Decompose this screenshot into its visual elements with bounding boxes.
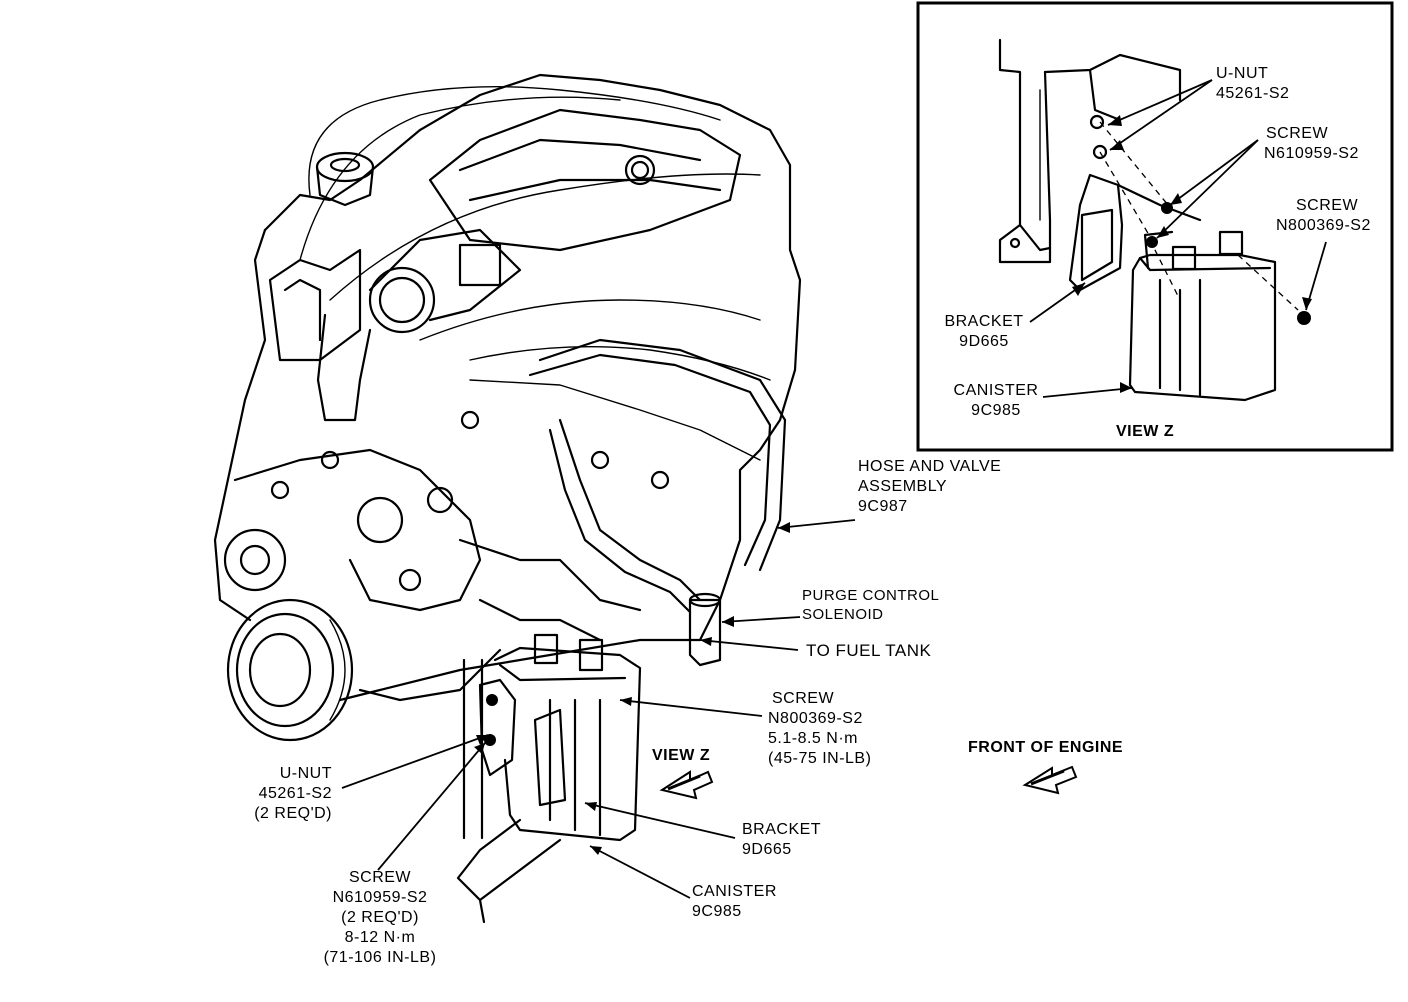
hose-valve-name1: HOSE AND VALVE <box>858 458 1002 475</box>
bracket-part: 9D665 <box>742 841 792 858</box>
view-z-label: VIEW Z <box>652 747 711 764</box>
fuel-tank-label: TO FUEL TANK <box>806 641 932 660</box>
bracket-label: BRACKET 9D665 <box>742 820 821 860</box>
frame-rail <box>998 38 1182 264</box>
screw-n610959-label: SCREW N610959-S2 (2 REQ'D) 8-12 N·m (71-… <box>300 868 460 968</box>
bracket-name: BRACKET <box>742 821 822 838</box>
inset-screw-icon <box>1297 311 1311 325</box>
screw-n610959-name: SCREW <box>348 869 412 886</box>
front-of-engine-arrow-icon <box>1022 765 1078 795</box>
inset-alignment-lines <box>1099 121 1299 311</box>
front-of-engine-label: FRONT OF ENGINE <box>968 739 1124 756</box>
inset-bracket-label: BRACKET 9D665 <box>936 312 1032 352</box>
screw-n610959-part: N610959-S2 <box>332 889 428 906</box>
engine-drawing <box>213 73 802 742</box>
unut-qty: (2 REQ'D) <box>254 805 332 822</box>
canister-part: 9C985 <box>692 903 742 920</box>
inset-arrowheads <box>1072 115 1312 393</box>
hose-valve-label: HOSE AND VALVE ASSEMBLY 9C987 <box>858 457 1001 517</box>
screw-n800369-part: N800369-S2 <box>768 710 863 727</box>
inset-bracket-part: 9D665 <box>959 333 1009 350</box>
inset-screw2-part: N800369-S2 <box>1276 217 1371 234</box>
inset-screw2-label: SCREW N800369-S2 <box>1276 196 1371 236</box>
purge-solenoid-name1: PURGE CONTROL <box>802 587 940 604</box>
main-arrowheads <box>474 522 790 855</box>
screw-n800369-name: SCREW <box>772 690 835 707</box>
inset-canister-part: 9C985 <box>971 402 1021 419</box>
inset-canister <box>1128 230 1277 402</box>
hose-valve-part: 9C987 <box>858 498 908 515</box>
main-bracket <box>456 678 567 924</box>
main-leader-lines <box>341 519 856 899</box>
inset-screw2-name: SCREW <box>1296 197 1359 214</box>
unut-part: 45261-S2 <box>258 785 332 802</box>
unut-name: U-NUT <box>279 765 332 782</box>
inset-canister-label: CANISTER 9C985 <box>946 381 1046 421</box>
unut-label: U-NUT 45261-S2 (2 REQ'D) <box>236 764 332 824</box>
inset-screw1-part: N610959-S2 <box>1264 145 1359 162</box>
main-canister <box>493 633 642 842</box>
screw-n610959-torque-inlb: (71-106 IN-LB) <box>323 949 437 966</box>
inset-unut-part: 45261-S2 <box>1216 85 1290 102</box>
canister-name: CANISTER <box>692 883 777 900</box>
screw-n800369-torque: 5.1-8.5 N·m <box>768 730 858 747</box>
screw-n800369-torque-inlb: (45-75 IN-LB) <box>768 750 872 767</box>
inset-canister-name: CANISTER <box>953 382 1039 399</box>
inset-view-z <box>916 1 1394 452</box>
inset-view-title: VIEW Z <box>1116 423 1175 440</box>
inset-screw1-label: SCREW N610959-S2 <box>1264 124 1359 164</box>
view-z-arrow-icon <box>659 770 714 800</box>
screw-n800369-label: SCREW N800369-S2 5.1-8.5 N·m (45-75 IN-L… <box>768 689 871 769</box>
hose-valve-name2: ASSEMBLY <box>858 478 948 495</box>
inset-unut-name: U-NUT <box>1216 65 1269 82</box>
inset-screw-icon <box>1146 236 1158 248</box>
inset-screw1-name: SCREW <box>1266 125 1329 142</box>
purge-solenoid-name2: SOLENOID <box>802 606 884 623</box>
canister-label: CANISTER 9C985 <box>692 882 777 922</box>
inset-bracket <box>1068 114 1202 292</box>
inset-unut-label: U-NUT 45261-S2 <box>1216 64 1289 104</box>
screw-n610959-qty: (2 REQ'D) <box>341 909 419 926</box>
inset-bracket-name: BRACKET <box>944 313 1024 330</box>
purge-solenoid-label: PURGE CONTROL SOLENOID <box>802 586 939 624</box>
screw-n610959-torque: 8-12 N·m <box>344 929 416 946</box>
